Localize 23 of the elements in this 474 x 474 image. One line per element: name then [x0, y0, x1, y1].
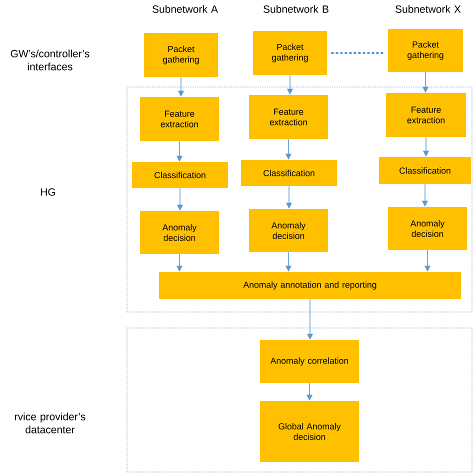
process-box: Global Anomaly decision [260, 401, 359, 462]
column-heading: Subnetwork X [396, 5, 461, 13]
process-box: Anomaly decision [140, 211, 219, 254]
process-box: Packet gathering [388, 29, 463, 72]
column-heading: Subnetwork B [264, 5, 328, 13]
group-frame [126, 328, 472, 472]
process-box: Feature extraction [386, 93, 466, 137]
column-heading: Subnetwork A [152, 5, 218, 13]
process-box: Classification [241, 160, 337, 186]
process-box: Packet gathering [253, 31, 327, 75]
process-box: Packet gathering [144, 33, 218, 77]
process-box: Anomaly decision [249, 209, 328, 252]
group-frame [126, 86, 472, 312]
process-box: Feature extraction [140, 97, 219, 141]
process-box: Anomaly correlation [260, 340, 359, 383]
row-label: GW’s/controller’s interfaces [10, 50, 90, 70]
row-label: HG [40, 188, 56, 196]
process-box: Feature extraction [249, 95, 328, 139]
process-box: Anomaly decision [388, 207, 467, 250]
process-box: Classification [379, 157, 471, 184]
row-label: rvice provider’s datacenter [15, 412, 86, 434]
process-box: Classification [132, 162, 228, 188]
process-box: Anomaly annotation and reporting [159, 272, 461, 299]
